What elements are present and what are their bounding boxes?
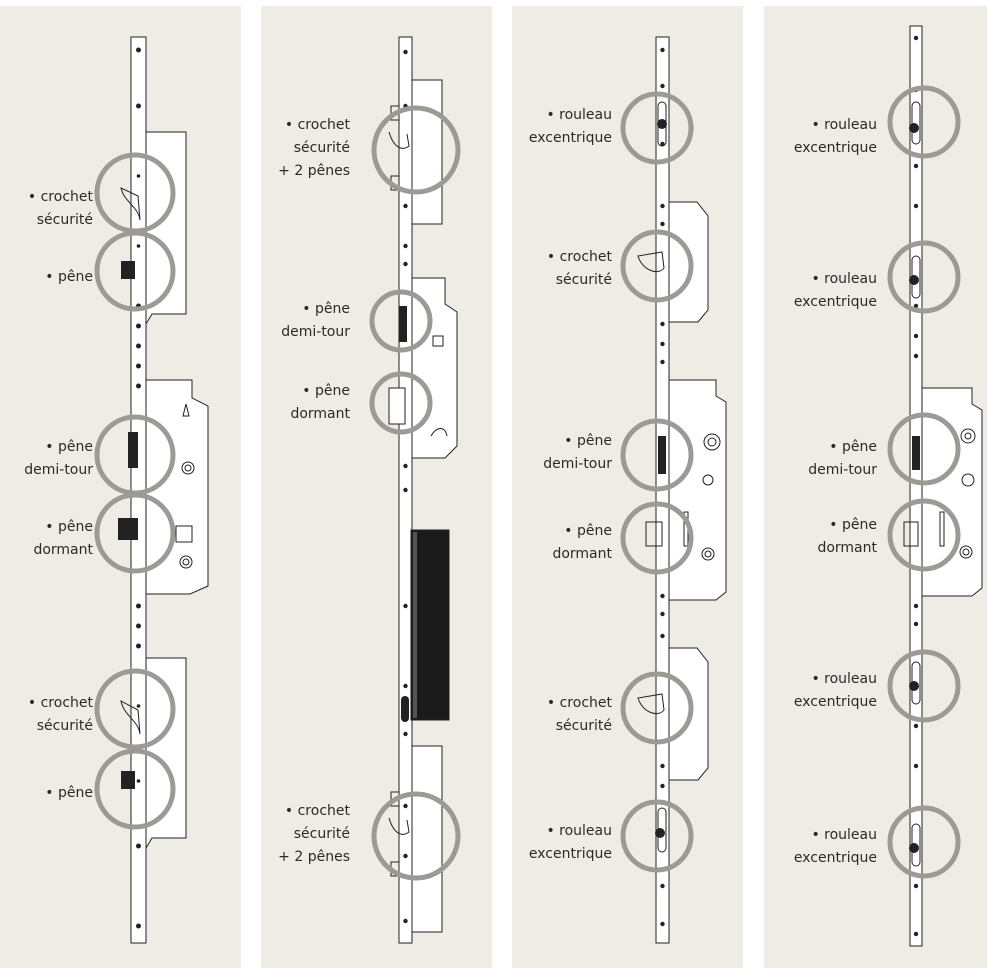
lock-drawing bbox=[369, 36, 461, 944]
label-pene: • pêne bbox=[45, 785, 93, 801]
label-pene: • pêne bbox=[45, 269, 93, 285]
lock-drawing bbox=[620, 36, 727, 944]
lock-drawing bbox=[94, 36, 209, 944]
lock-drawing bbox=[887, 25, 983, 947]
